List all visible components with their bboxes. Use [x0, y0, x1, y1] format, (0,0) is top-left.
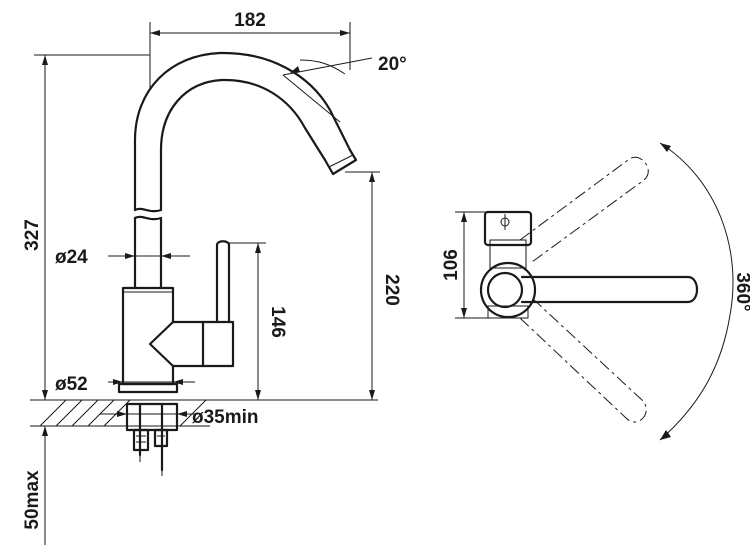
- base-flange: [117, 382, 179, 394]
- base-bottom: [487, 305, 529, 319]
- spout-position-upper: [519, 157, 649, 263]
- deck: [30, 399, 378, 427]
- column-break-top: [133, 207, 163, 213]
- dimension-lever-height: 146: [229, 242, 288, 400]
- total-height-label: 327: [22, 219, 43, 251]
- housing-neck: [489, 239, 527, 269]
- dimension-hole-diameter: ø35min: [100, 407, 259, 428]
- dimension-rotation: 360°: [659, 142, 750, 441]
- column-break-bottom: [133, 215, 163, 221]
- dimension-total-height: 327: [22, 54, 150, 400]
- dimension-angle: 20°: [282, 54, 407, 123]
- dimension-base-diameter: ø52: [55, 374, 195, 395]
- deck-hatch: [39, 399, 207, 427]
- angle-label: 20°: [378, 54, 407, 75]
- spout-height-label: 220: [381, 274, 402, 306]
- width-label: 182: [234, 10, 266, 31]
- hose-connector-2: [153, 428, 169, 448]
- base-diameter-label: ø52: [55, 374, 88, 395]
- hole-diameter-label: ø35min: [192, 407, 259, 428]
- faucet-body: [121, 286, 205, 386]
- top-depth-label: 106: [441, 249, 462, 281]
- faucet-top-view: [479, 157, 699, 423]
- mounting-nut: [125, 402, 179, 432]
- column-lower: [133, 216, 163, 290]
- dimension-width: 182: [149, 10, 351, 88]
- dimension-column-diameter: ø24: [55, 247, 190, 268]
- lever-wedge: [148, 320, 175, 368]
- dimension-spout-height: 220: [345, 171, 402, 400]
- deck-thickness-label: 50max: [22, 470, 43, 530]
- lever-housing: [483, 210, 533, 247]
- rotation-label: 360°: [732, 272, 750, 311]
- hose-connector: [132, 428, 150, 452]
- spout-tip-line: [328, 154, 354, 168]
- spout-position-center: [520, 275, 699, 304]
- base-ring-outer: [479, 261, 537, 319]
- spout-inner: [159, 78, 327, 212]
- lever-cylinder: [201, 320, 235, 368]
- faucet-side-view: [117, 51, 358, 394]
- lever-handle: [215, 240, 231, 324]
- dimension-deck-thickness: 50max: [22, 426, 48, 545]
- spout-outer: [133, 51, 352, 212]
- base-ring-inner: [486, 271, 524, 309]
- dimension-top-depth: 106: [441, 211, 490, 319]
- spout-position-lower: [519, 297, 647, 423]
- mounting-hardware: [125, 402, 179, 476]
- lever-height-label: 146: [267, 306, 288, 338]
- rod-tips: [136, 435, 165, 476]
- spout-tip: [323, 148, 358, 176]
- column-diameter-label: ø24: [55, 247, 88, 268]
